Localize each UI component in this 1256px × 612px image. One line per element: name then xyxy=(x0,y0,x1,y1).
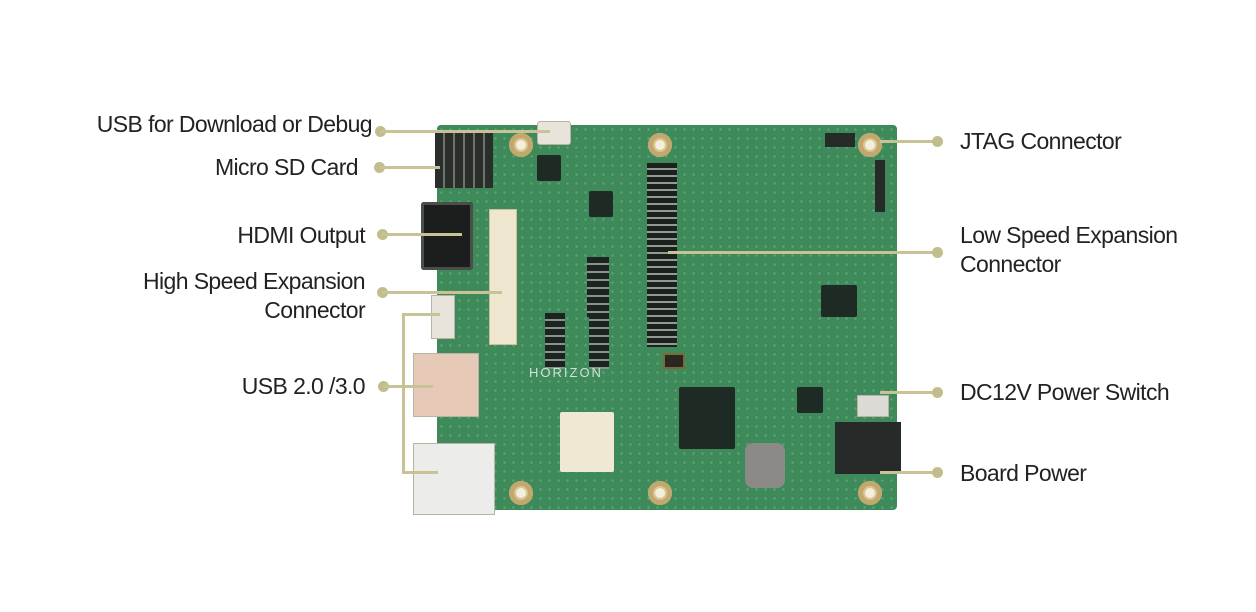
mounting-hole xyxy=(858,481,882,505)
leader-dot xyxy=(932,136,943,147)
leader-dot xyxy=(932,467,943,478)
chip xyxy=(679,387,735,449)
leader-line xyxy=(380,166,440,169)
mounting-hole xyxy=(509,481,533,505)
high-speed-connector xyxy=(489,209,517,345)
leader-bracket xyxy=(402,313,405,473)
dip-switch xyxy=(663,353,685,369)
ic-array xyxy=(589,313,609,369)
leader-line xyxy=(380,130,550,133)
usb3-port xyxy=(413,443,495,515)
label-hdmi-output: HDMI Output xyxy=(237,222,365,248)
leader-bracket xyxy=(402,313,440,316)
leader-line xyxy=(668,251,936,254)
development-board-image: HORIZON xyxy=(413,121,901,515)
label-micro-sd-card: Micro SD Card xyxy=(214,154,359,180)
label-low-speed-expansion-line1: Low Speed Expansion xyxy=(960,222,1178,248)
jtag-header-vertical xyxy=(875,160,885,212)
power-switch xyxy=(857,395,889,417)
leader-dot xyxy=(932,387,943,398)
mounting-hole xyxy=(648,481,672,505)
board-logo: HORIZON xyxy=(529,365,603,380)
chip xyxy=(537,155,561,181)
usb-debug-port xyxy=(537,121,571,145)
label-jtag-connector: JTAG Connector xyxy=(960,128,1122,154)
micro-usb-port xyxy=(431,295,455,339)
leader-dot xyxy=(932,247,943,258)
low-speed-expansion-header xyxy=(647,163,677,347)
leader-bracket xyxy=(402,471,438,474)
chip xyxy=(821,285,857,317)
label-dc12v-power-switch: DC12V Power Switch xyxy=(960,379,1170,405)
ic-array xyxy=(545,313,565,369)
hdmi-port xyxy=(421,202,473,270)
micro-sd-slot xyxy=(435,133,493,188)
label-high-speed-expansion-line2: Connector xyxy=(264,297,365,323)
leader-line xyxy=(880,140,935,143)
mounting-hole xyxy=(858,133,882,157)
label-board-power: Board Power xyxy=(960,460,1087,486)
ic-array xyxy=(587,257,609,317)
inductor xyxy=(745,443,785,488)
chip xyxy=(589,191,613,217)
label-high-speed-expansion-line1: High Speed Expansion xyxy=(143,268,366,294)
chip xyxy=(797,387,823,413)
label-usb-download-debug: USB for Download or Debug xyxy=(96,111,373,137)
label-low-speed-expansion-line2: Connector xyxy=(960,251,1061,277)
mounting-hole xyxy=(509,133,533,157)
leader-dot xyxy=(374,162,385,173)
label-usb-2-3: USB 2.0 /3.0 xyxy=(241,373,366,399)
leader-line xyxy=(382,291,502,294)
jtag-header xyxy=(825,133,855,147)
leader-line xyxy=(382,233,462,236)
leader-line xyxy=(880,391,935,394)
leader-line xyxy=(880,471,935,474)
dc-power-jack xyxy=(835,422,901,474)
soc-module xyxy=(560,412,614,472)
mounting-hole xyxy=(648,133,672,157)
leader-line xyxy=(383,385,433,388)
